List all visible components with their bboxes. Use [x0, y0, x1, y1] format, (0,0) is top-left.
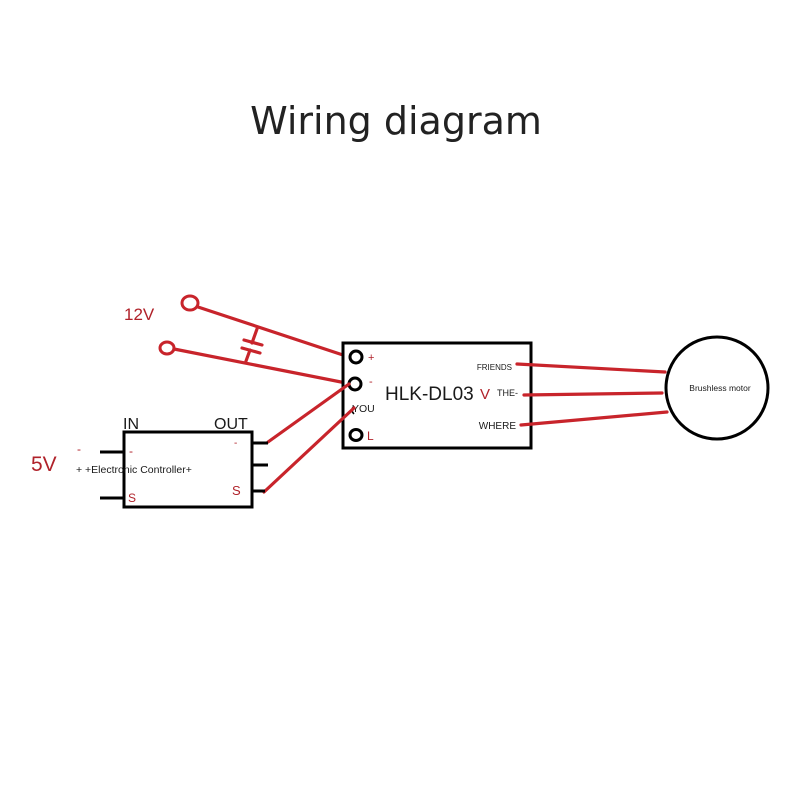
wire-12v-negative: [172, 347, 348, 385]
module-pin-the-label: THE-: [497, 388, 518, 398]
supply-5v-minus-label: -: [77, 442, 81, 456]
hlk-dl03-module: [341, 341, 533, 450]
module-pin-friends-label: FRIENDS: [477, 363, 512, 372]
motor-label: Brushless motor: [689, 383, 751, 393]
module-pin-l-label: L: [367, 429, 374, 443]
controller-in-signal-label: S: [128, 491, 136, 505]
supply-5v-label: 5V: [31, 453, 57, 476]
module-name: HLK-DL03: [385, 384, 474, 405]
module-terminal-l: [348, 428, 364, 442]
module-pin-minus-label: -: [369, 376, 373, 388]
wire-motor-friends: [515, 362, 667, 374]
diagram-title: Wiring diagram: [250, 99, 542, 143]
supply-12v-label: 12V: [124, 305, 155, 324]
capacitor-icon: [240, 327, 264, 363]
controller-out-signal-label: S: [232, 483, 241, 498]
wire-motor-the: [522, 391, 664, 397]
wire-motor-where: [519, 410, 669, 427]
module-pin-where-label: WHERE: [479, 421, 517, 432]
wire-controller-signal: [262, 406, 356, 494]
electronic-controller: [122, 430, 254, 509]
controller-out-minus-label: -: [234, 438, 237, 449]
supply-12v-negative-terminal: [158, 340, 176, 356]
wire-controller-minus: [266, 382, 351, 444]
supply-12v-positive-terminal: [180, 294, 200, 312]
module-pin-you-label: YOU: [352, 403, 375, 415]
module-terminal-minus: [347, 376, 363, 392]
controller-in-minus-label: -: [129, 444, 133, 458]
controller-name: + +Electronic Controller+: [76, 464, 192, 476]
controller-in-label: IN: [123, 416, 139, 433]
brushless-motor: [664, 335, 770, 441]
module-v-label: V: [480, 386, 490, 403]
controller-out-label: OUT: [214, 416, 248, 433]
module-terminal-plus: [348, 349, 364, 365]
wire-12v-positive: [196, 305, 348, 358]
module-pin-plus-label: +: [368, 352, 374, 364]
